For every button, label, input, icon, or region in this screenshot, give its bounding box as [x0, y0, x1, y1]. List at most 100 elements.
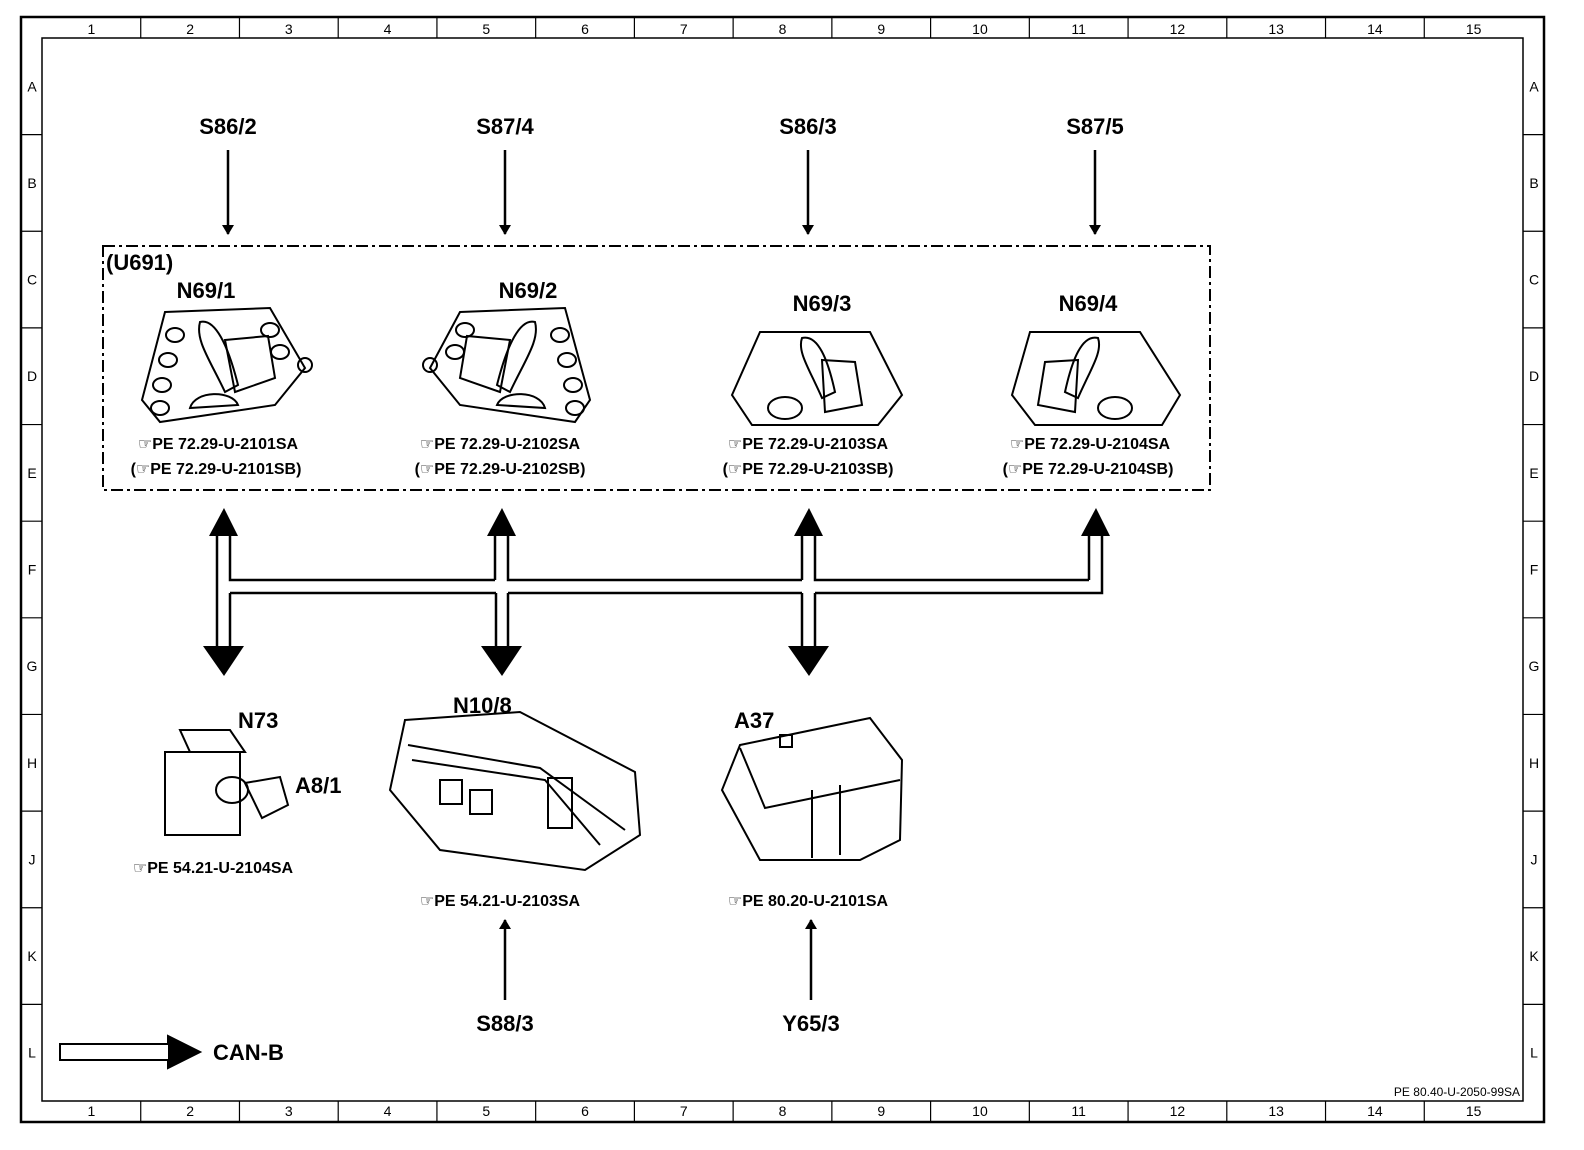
u691-group-box — [102, 245, 1211, 491]
input-label: S87/4 — [476, 114, 534, 139]
legend-can-b: CAN-B — [59, 1034, 284, 1070]
grid-column-label: 14 — [1367, 21, 1383, 37]
module-ref: ☞PE 72.29-U-2102SA — [420, 436, 581, 453]
grid-column-label: 15 — [1466, 1103, 1482, 1119]
grid-column-label: 4 — [384, 1103, 392, 1119]
grid-row-label: G — [27, 658, 38, 674]
arrowhead-up-n69-4 — [1081, 508, 1110, 536]
module-label: N69/4 — [1059, 291, 1118, 316]
grid-column-label: 13 — [1268, 21, 1284, 37]
arrowhead-down-n10-8 — [481, 646, 522, 676]
arrowhead-up-n69-1 — [209, 508, 238, 536]
grid-row-label: E — [27, 465, 36, 481]
sam-module-drawing — [388, 710, 642, 872]
input-s87-4: S87/4 — [476, 114, 535, 235]
grid-column-label: 1 — [87, 1103, 95, 1119]
module-label: N73 — [238, 708, 278, 733]
grid-row-label: C — [1529, 272, 1539, 288]
input-label: S88/3 — [476, 1011, 534, 1036]
u691-group-label: (U691) — [106, 250, 173, 275]
module-sub-label: A8/1 — [295, 773, 341, 798]
input-s88-3: S88/3 — [476, 919, 534, 1036]
grid-row-label: D — [27, 368, 37, 384]
grid-row-label: J — [29, 851, 36, 867]
module-n10-8: N10/8 ☞PE 54.21-U-2103SA — [388, 693, 642, 910]
module-ref-alt: (☞PE 72.29-U-2104SB) — [1003, 461, 1174, 478]
seat-module-n69-1: N69/1 ☞PE 72.29-U-2101SA (☞PE 72.29-U-21… — [131, 278, 313, 478]
module-label: N69/1 — [177, 278, 236, 303]
module-ref: ☞PE 54.21-U-2104SA — [133, 860, 294, 877]
grid-column-label: 6 — [581, 1103, 589, 1119]
module-ref: ☞PE 72.29-U-2101SA — [138, 436, 299, 453]
seat-module-n69-4: N69/4 ☞PE 72.29-U-2104SA (☞PE 72.29-U-21… — [1003, 291, 1182, 478]
seat-switch-drawing — [1010, 331, 1182, 426]
module-label: N69/3 — [793, 291, 852, 316]
module-label: A37 — [734, 708, 774, 733]
arrowhead-up-n69-3 — [794, 508, 823, 536]
grid-column-label: 2 — [186, 21, 194, 37]
seat-module-n69-2: N69/2 ☞PE 72.29-U-2102SA (☞PE 72.29-U-21… — [415, 278, 592, 478]
grid-column-label: 9 — [877, 1103, 885, 1119]
input-s87-5: S87/5 — [1066, 114, 1124, 235]
grid-column-label: 2 — [186, 1103, 194, 1119]
module-a37: A37 ☞PE 80.20-U-2101SA — [720, 708, 904, 910]
input-s86-3: S86/3 — [779, 114, 837, 235]
ignition-switch-drawing — [164, 729, 290, 836]
grid-column-label: 5 — [482, 1103, 490, 1119]
grid-column-label: 8 — [779, 1103, 787, 1119]
grid-row-label: B — [1529, 175, 1538, 191]
input-label: S87/5 — [1066, 114, 1124, 139]
seat-switch-drawing — [140, 306, 313, 424]
arrowhead-up-n69-2 — [487, 508, 516, 536]
grid-row-label: H — [27, 755, 37, 771]
module-ref: ☞PE 54.21-U-2103SA — [420, 893, 581, 910]
seat-switch-drawing — [730, 331, 904, 426]
grid-column-label: 5 — [482, 21, 490, 37]
grid-column-label: 4 — [384, 21, 392, 37]
grid-row-label: L — [28, 1045, 36, 1061]
grid-column-label: 15 — [1466, 21, 1482, 37]
grid-row-label: A — [1529, 78, 1539, 94]
grid-column-label: 12 — [1170, 1103, 1186, 1119]
input-label: S86/3 — [779, 114, 837, 139]
input-label: S86/2 — [199, 114, 257, 139]
grid-column-label: 3 — [285, 1103, 293, 1119]
grid-column-label: 12 — [1170, 21, 1186, 37]
grid-column-label: 3 — [285, 21, 293, 37]
grid-row-label: E — [1529, 465, 1538, 481]
bus-lines — [215, 535, 1104, 648]
module-ref-alt: (☞PE 72.29-U-2102SB) — [415, 461, 586, 478]
grid-column-label: 11 — [1071, 21, 1086, 37]
module-label: N69/2 — [499, 278, 558, 303]
grid-row-label: H — [1529, 755, 1539, 771]
grid-column-label: 7 — [680, 1103, 688, 1119]
module-ref: ☞PE 72.29-U-2103SA — [728, 436, 889, 453]
grid-column-label: 7 — [680, 21, 688, 37]
arrowhead-down-a37 — [788, 646, 829, 676]
grid-row-label: F — [28, 562, 37, 578]
input-y65-3: Y65/3 — [782, 919, 840, 1036]
grid-row-label: F — [1530, 562, 1539, 578]
input-s86-2: S86/2 — [199, 114, 257, 235]
grid-labels: 1122334455667788991010111112121313141415… — [27, 21, 1540, 1119]
grid-row-label: C — [27, 272, 37, 288]
grid-column-label: 13 — [1268, 1103, 1284, 1119]
arrowhead-down-n73 — [203, 646, 244, 676]
module-n73: N73 A8/1 ☞PE 54.21-U-2104SA — [133, 708, 342, 877]
input-label: Y65/3 — [782, 1011, 840, 1036]
grid-column-label: 1 — [87, 21, 95, 37]
legend-label: CAN-B — [213, 1040, 284, 1065]
grid-row-label: L — [1530, 1045, 1538, 1061]
grid-column-label: 11 — [1071, 1103, 1086, 1119]
bus-arrowheads — [203, 508, 1110, 676]
top-inputs: S86/2 S87/4 S86/3 S87/5 — [199, 114, 1124, 235]
grid-column-label: 6 — [581, 21, 589, 37]
module-ref: ☞PE 72.29-U-2104SA — [1010, 436, 1171, 453]
grid-row-label: B — [27, 175, 36, 191]
grid-row-label: K — [1529, 948, 1539, 964]
fuse-box-drawing — [720, 716, 904, 861]
bottom-inputs: S88/3 Y65/3 — [476, 919, 840, 1036]
grid-column-label: 8 — [779, 21, 787, 37]
module-ref-alt: (☞PE 72.29-U-2103SB) — [723, 461, 894, 478]
grid-row-label: J — [1531, 851, 1538, 867]
